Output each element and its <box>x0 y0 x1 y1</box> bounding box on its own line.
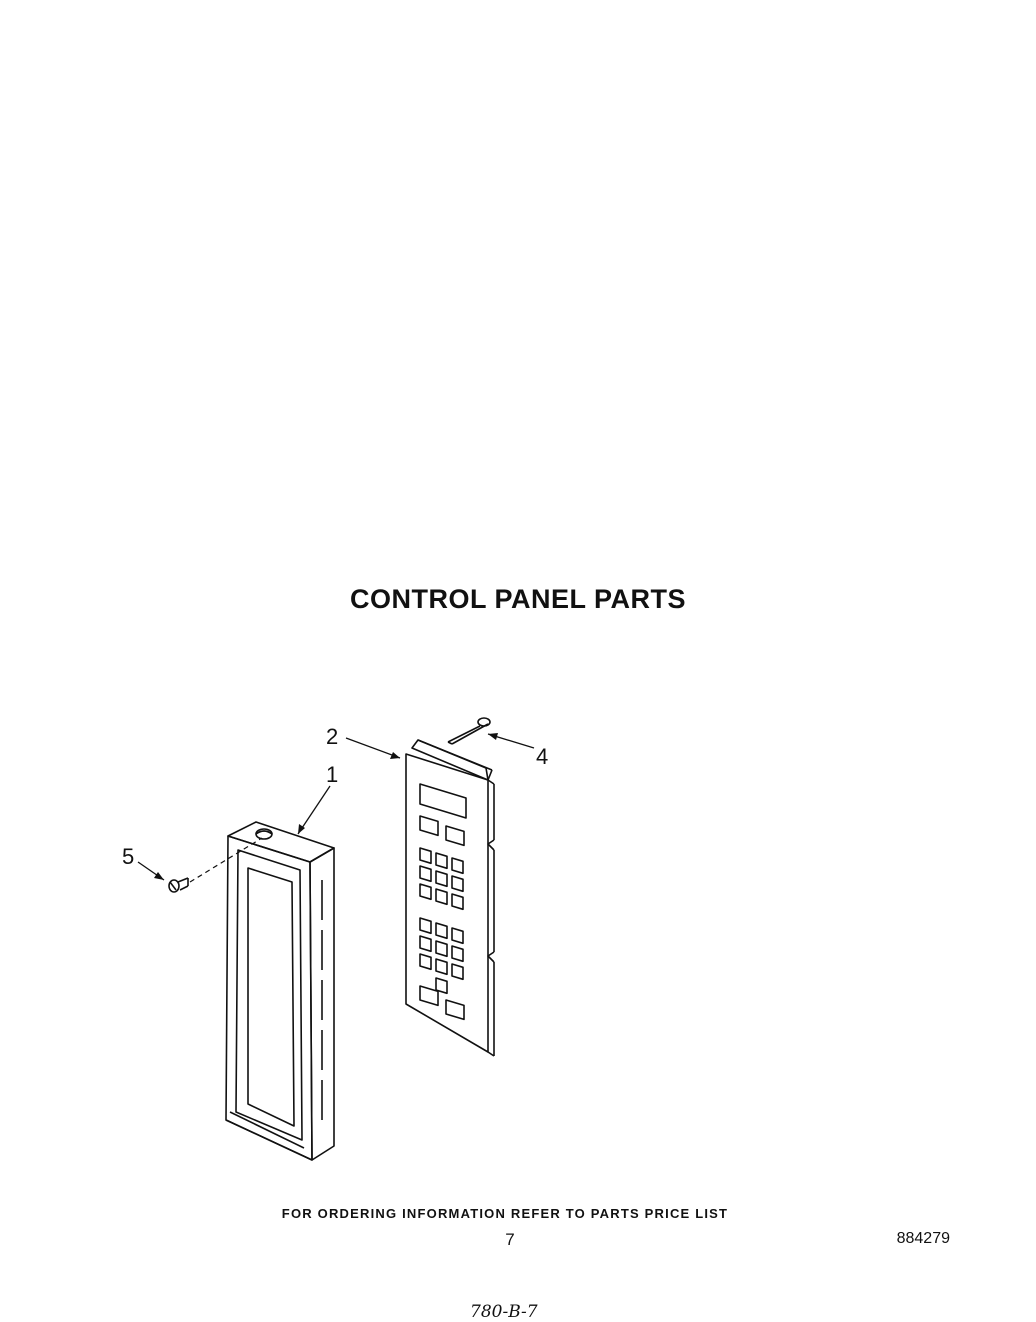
keypad-key <box>435 977 448 995</box>
keypad-key <box>445 999 465 1021</box>
control-panel-frame <box>225 821 335 1161</box>
callout-2: 2 <box>326 724 338 749</box>
keypad-key <box>419 847 432 865</box>
keypad-key <box>419 917 432 935</box>
leader-arrows <box>137 733 535 881</box>
page-title: CONTROL PANEL PARTS <box>349 584 687 614</box>
keypad-key <box>435 888 448 906</box>
keypad-key <box>445 825 465 847</box>
keypad-key <box>435 852 448 870</box>
keypad-key <box>435 922 448 940</box>
page-number: 7 <box>505 1230 515 1249</box>
document-number: 884279 <box>896 1230 950 1247</box>
callout-4: 4 <box>536 744 548 769</box>
screw-part-4 <box>447 717 491 745</box>
touch-panel <box>405 739 495 1057</box>
keypad-key <box>435 940 448 958</box>
keypad-key <box>451 857 464 875</box>
assembly-dashed-line <box>189 837 263 883</box>
keypad-key <box>419 865 432 883</box>
keypad-key <box>451 893 464 911</box>
keypad-key <box>419 815 439 837</box>
keypad-key <box>419 883 432 901</box>
handwritten-note: 780-B-7 <box>470 1302 538 1322</box>
keypad-key <box>419 985 439 1007</box>
keypad-key <box>435 870 448 888</box>
keypad-key <box>451 963 464 981</box>
ordering-info-footer: FOR ORDERING INFORMATION REFER TO PARTS … <box>281 1206 729 1221</box>
keypad-key <box>451 875 464 893</box>
callout-5: 5 <box>122 844 134 869</box>
callout-1: 1 <box>326 762 338 787</box>
keypad-key <box>451 945 464 963</box>
keypad-key <box>435 958 448 976</box>
keypad-key <box>419 953 432 971</box>
keypad-key <box>451 927 464 945</box>
touch-panel-keys <box>419 815 465 1021</box>
screw-part-5 <box>168 877 189 893</box>
keypad-key <box>419 935 432 953</box>
